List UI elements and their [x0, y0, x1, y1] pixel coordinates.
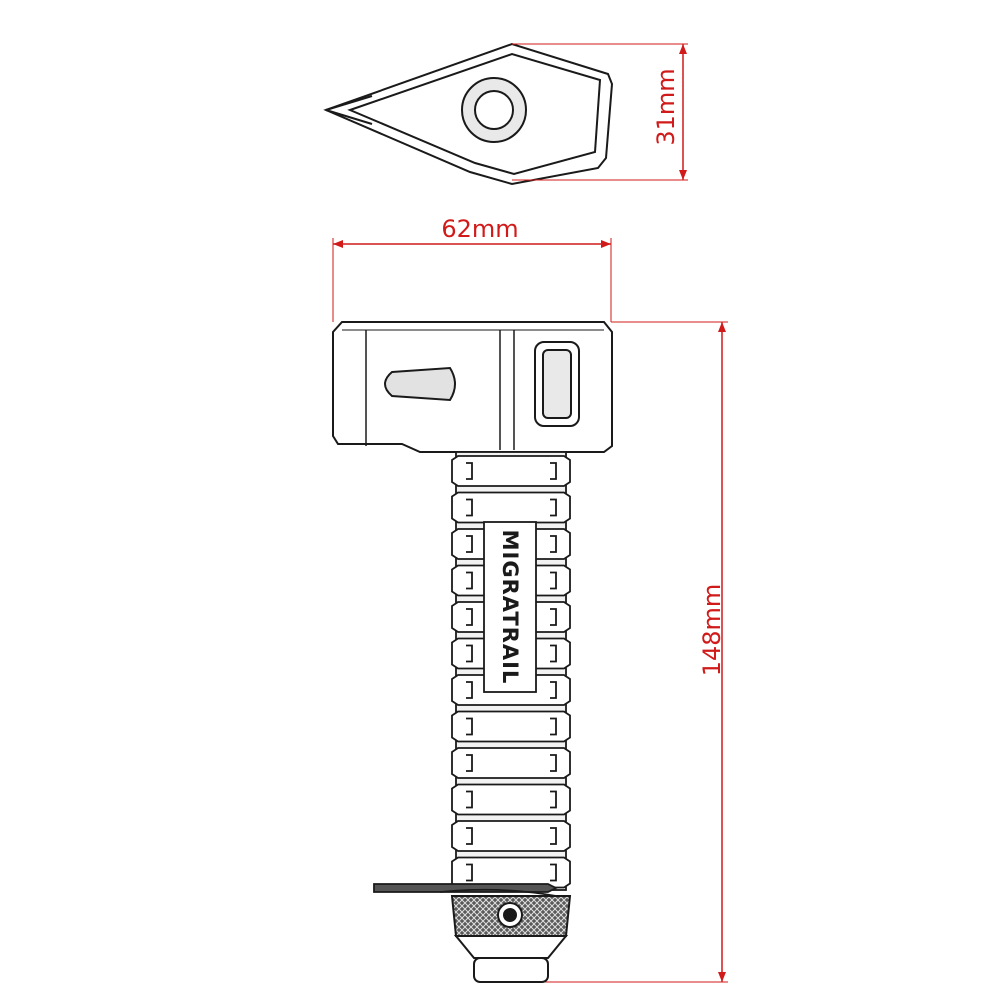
grip-rib-detail: [466, 462, 557, 480]
grip-rib-detail: [466, 790, 557, 809]
dimension-31mm: 31mm: [512, 43, 688, 181]
top-view-blade-edge: [325, 95, 373, 125]
knurled-cap: [450, 895, 572, 983]
brand-label: MIGRATRAIL: [498, 530, 522, 685]
grip-rib-detail: [466, 681, 557, 699]
dimension-label-148mm: 148mm: [698, 584, 726, 677]
grip-rib-detail: [466, 827, 557, 845]
top-view-pin-inner: [474, 90, 514, 130]
dimension-label-62mm: 62mm: [441, 215, 518, 243]
lanyard-clip: [373, 883, 559, 897]
grip-rib-detail: [466, 863, 557, 882]
grip-rib-detail: [466, 754, 557, 772]
dimension-62mm: 62mm: [332, 215, 612, 322]
top-view: [323, 42, 614, 186]
cap-taper: [453, 935, 569, 959]
cap-base: [473, 957, 549, 983]
dimension-label-31mm: 31mm: [652, 68, 680, 145]
grip-rib: [451, 455, 571, 487]
grip-rib-detail: [466, 644, 557, 663]
handle: MIGRATRAIL: [451, 451, 571, 891]
grip-rib: [451, 710, 571, 743]
dimension-148mm: 148mm: [545, 321, 728, 983]
top-view-inner-outline: [347, 52, 602, 176]
grip-rib-detail: [466, 717, 557, 736]
brand-plate: [483, 521, 537, 693]
grip-rib-detail: [466, 571, 557, 590]
grip-rib: [451, 856, 571, 889]
grip-rib-detail: [466, 498, 557, 517]
grip-rib: [451, 491, 571, 524]
grip-rib-detail: [466, 608, 557, 626]
top-view-outline: [323, 42, 614, 186]
grip-rib: [451, 783, 571, 816]
head-side-slot: [384, 366, 456, 402]
grip-rib-detail: [466, 535, 557, 553]
grip-rib: [451, 820, 571, 852]
hammer-head: [332, 321, 613, 453]
grip-rib: [451, 747, 571, 779]
